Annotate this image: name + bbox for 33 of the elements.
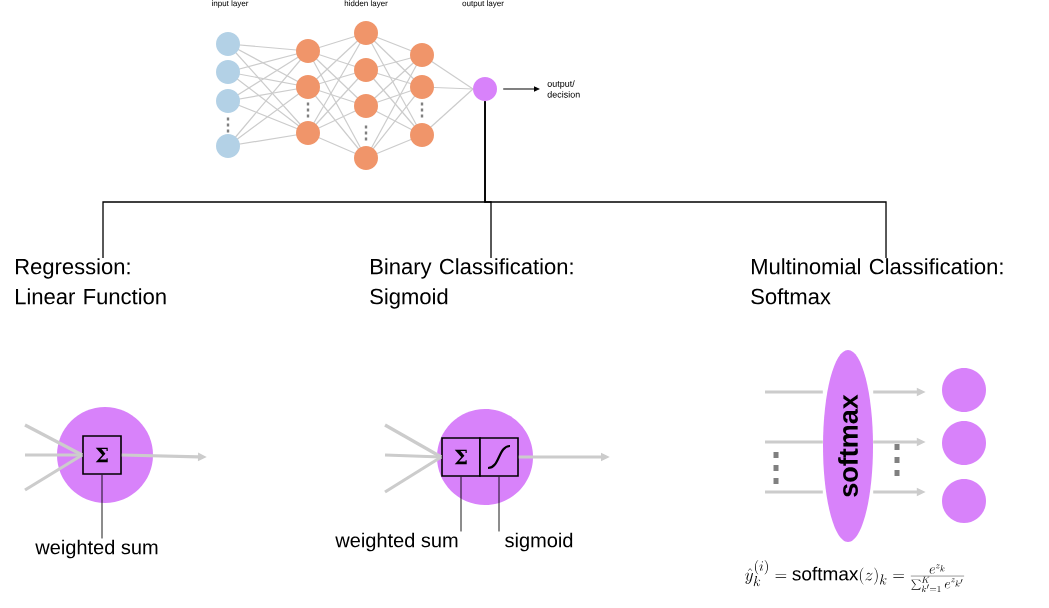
input-line [765, 490, 823, 494]
layer-label: output layer [462, 0, 504, 8]
leader-line [460, 476, 462, 532]
input-line [384, 455, 443, 494]
input-line [24, 423, 83, 457]
input-line [384, 453, 442, 459]
input-line [765, 390, 823, 394]
neuron-circle [942, 421, 986, 465]
neuron-circle [942, 368, 986, 412]
input-line [765, 440, 823, 444]
neural-network-drawing [216, 21, 474, 170]
annotation-text: weighted sum [335, 532, 458, 552]
leader-line [498, 476, 500, 532]
sum-box: Σ [441, 437, 481, 477]
heading: Regression: Linear Function [16, 258, 166, 305]
layer-label: input layer [212, 0, 249, 8]
neuron-circle [942, 479, 986, 523]
annotation-text: weighted sum [35, 539, 158, 559]
input-line [24, 453, 84, 492]
sigmoid-box [479, 437, 519, 477]
input-line [25, 453, 83, 457]
layer-label: hidden layer [344, 0, 388, 8]
input-line [384, 423, 442, 459]
softmax-formula: $\hat{y}_k^{(i)} = \mathrm{softmax}(z)_k = \frac{e^{z_k}}{\sum_{k'=1}^{K} e^{z_{k'}}}$ [745, 560, 965, 593]
sum-box: Σ [82, 435, 122, 475]
neuron-circle [473, 77, 497, 101]
arrow [502, 86, 540, 92]
connector-line [484, 100, 887, 259]
output-label: output/ decision [547, 80, 580, 98]
heading: Binary Classification: Sigmoid [370, 258, 573, 309]
leader-line [101, 474, 103, 539]
annotation-text: sigmoid [505, 532, 573, 552]
heading: Multinomial Classification: Softmax [751, 258, 1003, 305]
